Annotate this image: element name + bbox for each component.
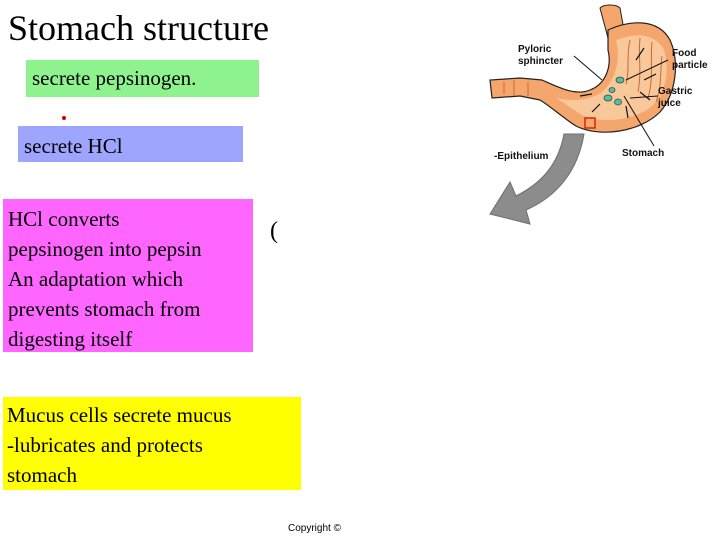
pepsinogen-text: secrete pepsinogen. bbox=[32, 66, 197, 90]
label-epithelium: -Epithelium bbox=[494, 151, 549, 162]
convert-line-1: HCl converts bbox=[8, 207, 120, 231]
rugae-folds bbox=[503, 37, 663, 103]
epithelium-marker-box bbox=[584, 117, 596, 129]
label-gastric-1: Gastric bbox=[658, 86, 693, 97]
label-food-1: Food bbox=[672, 48, 696, 59]
pepsinogen-box: secrete pepsinogen. bbox=[26, 60, 259, 97]
convert-line-3: An adaptation which bbox=[8, 267, 183, 291]
stray-parenthesis: ( bbox=[270, 218, 278, 244]
convert-line-4: prevents stomach from bbox=[8, 297, 201, 321]
mucus-box: Mucus cells secrete mucus -lubricates an… bbox=[3, 397, 301, 490]
mucus-line-2: -lubricates and protects bbox=[7, 433, 203, 457]
label-pyloric-2: sphincter bbox=[518, 56, 563, 67]
mucus-line-1: Mucus cells secrete mucus bbox=[7, 403, 232, 427]
label-pyloric-1: Pyloric bbox=[518, 44, 552, 55]
zoom-arrow bbox=[489, 133, 585, 225]
copyright-text: Copyright © bbox=[288, 523, 341, 534]
label-stomach: Stomach bbox=[622, 148, 664, 159]
slide-title: Stomach structure bbox=[8, 8, 269, 48]
red-dot-marker bbox=[62, 116, 66, 120]
label-gastric-2: juice bbox=[657, 98, 681, 109]
label-pointers bbox=[573, 55, 669, 147]
hcl-converts-box: HCl converts pepsinogen into pepsin An a… bbox=[3, 199, 253, 352]
label-food-2: particle bbox=[672, 60, 708, 71]
hcl-box: secrete HCl bbox=[18, 126, 243, 162]
stomach-diagram: Pyloric sphincter Food particle Gastric … bbox=[489, 4, 708, 225]
juice-arrows bbox=[579, 47, 657, 119]
food-particles bbox=[603, 76, 625, 106]
convert-line-5: digesting itself bbox=[8, 327, 133, 351]
hcl-text: secrete HCl bbox=[24, 134, 123, 158]
mucus-line-3: stomach bbox=[7, 463, 77, 487]
convert-line-2: pepsinogen into pepsin bbox=[8, 237, 202, 261]
